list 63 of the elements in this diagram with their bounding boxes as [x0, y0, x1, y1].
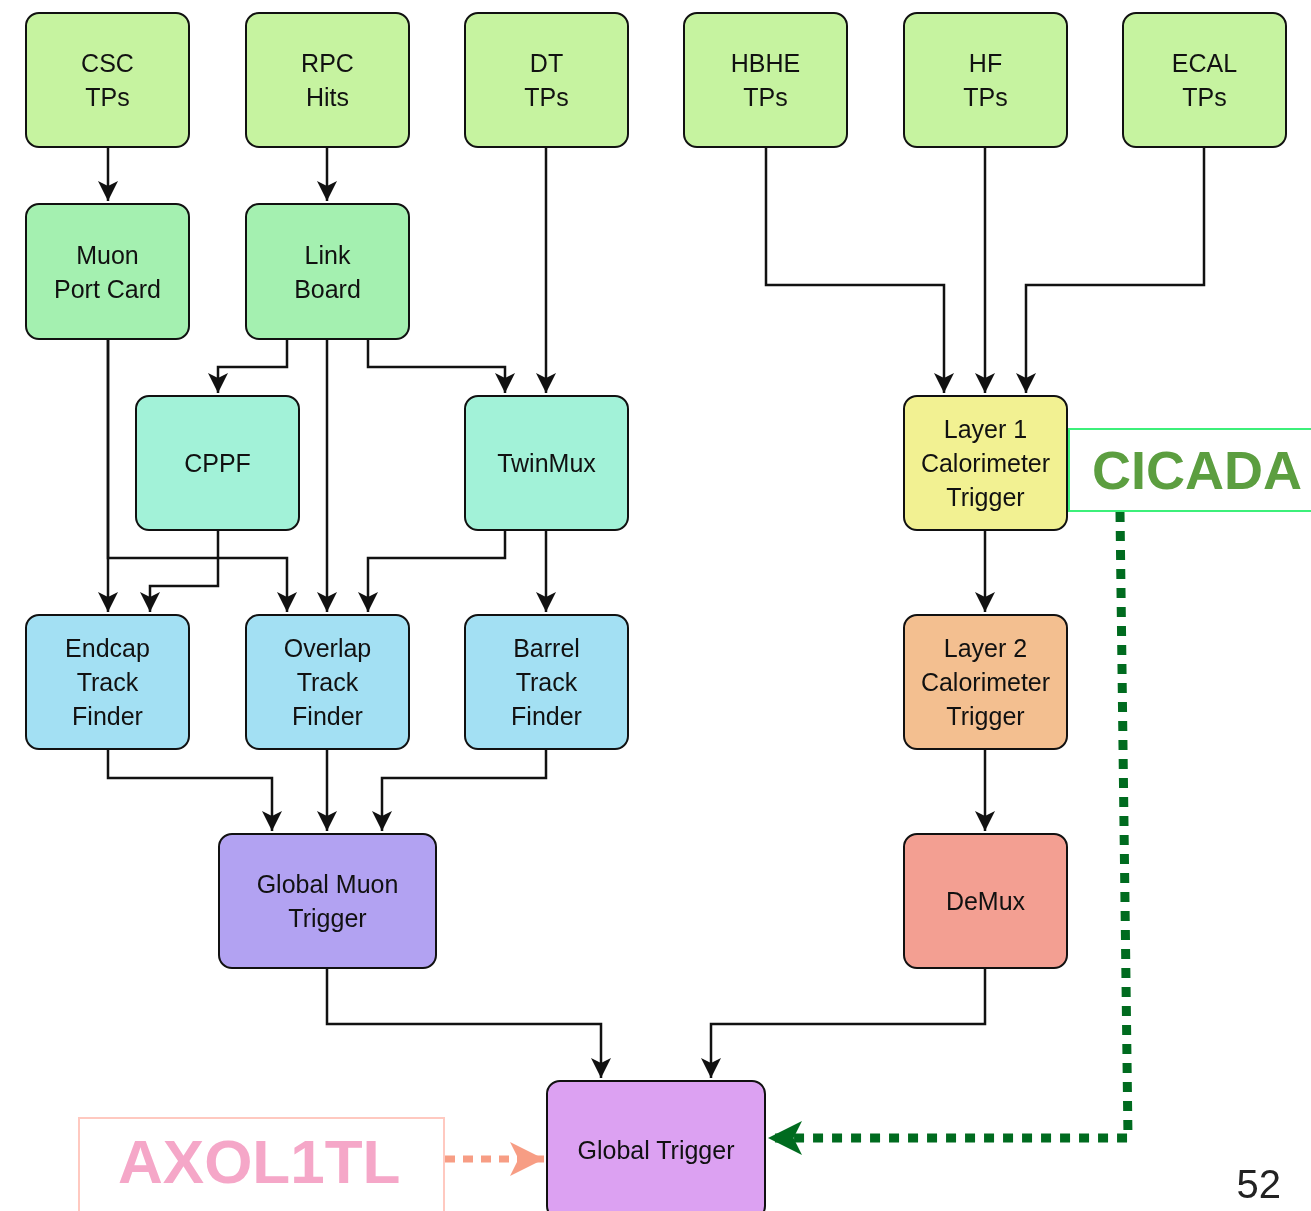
page-number: 52 — [1236, 1162, 1281, 1207]
process-box — [683, 12, 848, 148]
process-box — [25, 203, 190, 340]
process-box — [546, 1080, 766, 1211]
node-label: HBHE TPs — [730, 48, 801, 113]
arrow — [317, 750, 337, 831]
arrow — [325, 969, 611, 1078]
node-label: RPC Hits — [300, 48, 355, 113]
node-label: Layer 2 Calorimeter Trigger — [919, 633, 1052, 732]
process-box — [903, 395, 1068, 531]
process-box — [1122, 12, 1287, 148]
node-label: ECAL TPs — [1170, 48, 1239, 113]
arrow — [445, 1142, 544, 1176]
arrow — [975, 531, 995, 612]
node-label: Layer 1 Calorimeter Trigger — [919, 414, 1052, 513]
arrow — [975, 148, 995, 393]
node-label: Global Muon Trigger — [255, 869, 400, 934]
process-box — [25, 614, 190, 750]
node-label: Link Board — [293, 239, 362, 305]
arrow — [372, 750, 548, 831]
process-box — [464, 395, 629, 531]
process-box — [25, 12, 190, 148]
node-label: HF TPs — [962, 48, 1009, 113]
arrow — [106, 340, 297, 612]
arrow — [701, 969, 987, 1078]
node-label: AXOL1TL — [118, 1129, 401, 1195]
node-label: DeMux — [945, 886, 1026, 917]
arrow — [975, 750, 995, 831]
node-label: Endcap Track Finder — [64, 633, 151, 732]
process-box — [903, 614, 1068, 750]
arrow — [358, 531, 507, 612]
arrow — [106, 750, 282, 831]
algorithm-box — [78, 1117, 445, 1211]
arrow — [536, 531, 556, 612]
node-label: Muon Port Card — [53, 239, 162, 305]
node-label: TwinMux — [497, 448, 596, 479]
arrow — [764, 148, 954, 393]
process-box — [903, 12, 1068, 148]
algorithm-box — [1068, 428, 1311, 512]
arrow — [768, 511, 1133, 1155]
process-box — [218, 833, 437, 969]
node-label: DT TPs — [523, 48, 570, 113]
arrow — [536, 148, 556, 393]
node-label: CSC TPs — [80, 48, 135, 113]
process-box — [245, 12, 410, 148]
process-box — [245, 203, 410, 340]
node-label: Global Trigger — [577, 1135, 735, 1166]
arrow — [1016, 148, 1206, 393]
node-label: Overlap Track Finder — [282, 633, 373, 732]
arrow — [98, 148, 118, 201]
arrow — [140, 531, 220, 612]
process-box — [464, 12, 629, 148]
node-label: Barrel Track Finder — [510, 633, 583, 732]
process-box — [135, 395, 300, 531]
node-label: CPPF — [184, 448, 251, 479]
arrow — [317, 148, 337, 201]
arrow — [208, 340, 289, 393]
process-box — [245, 614, 410, 750]
process-box — [464, 614, 629, 750]
arrow — [317, 340, 337, 612]
process-box — [903, 833, 1068, 969]
node-label: CICADA — [1092, 440, 1302, 500]
arrow — [366, 340, 515, 393]
